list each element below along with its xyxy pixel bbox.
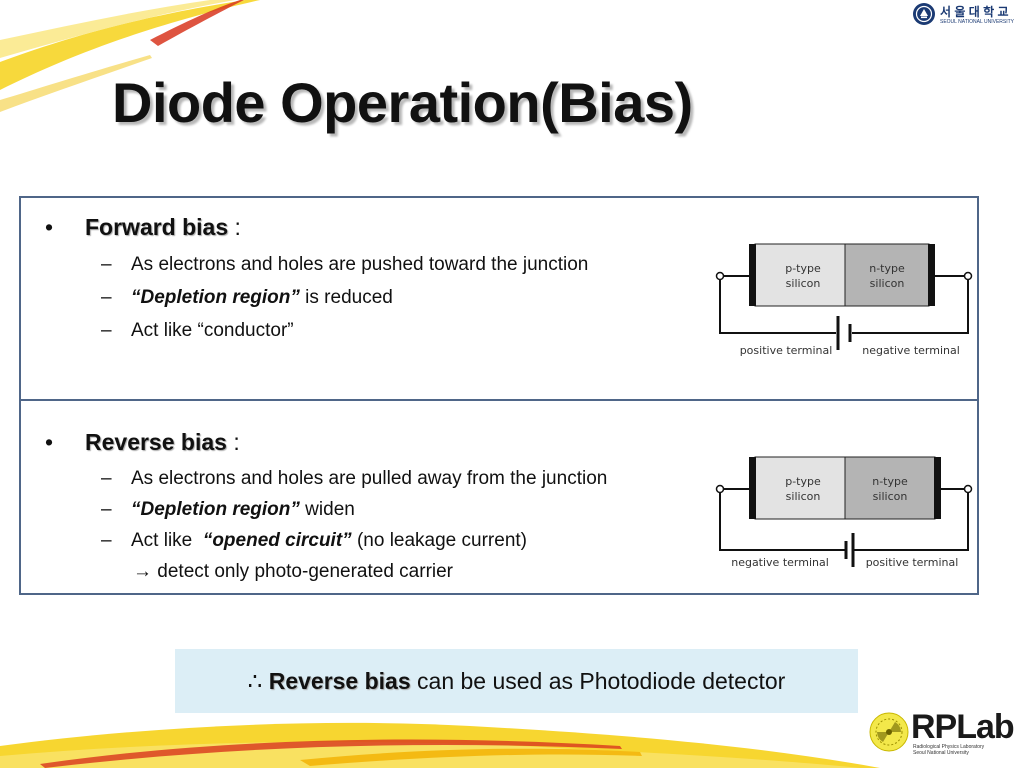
forward-bias-box: •Forward bias : –As electrons and holes … (19, 196, 979, 401)
right-terminal-label: positive terminal (866, 556, 959, 569)
list-item-prefix: Act like (131, 530, 203, 551)
n-type-region (844, 456, 936, 520)
list-item-emphasis: “Depletion region” (131, 287, 300, 308)
reverse-bias-box: •Reverse bias : –As electrons and holes … (19, 399, 979, 595)
list-item-emphasis: “Depletion region” (131, 499, 300, 520)
list-item: –As electrons and holes are pushed towar… (101, 254, 588, 276)
p-silicon-label: silicon (786, 490, 821, 503)
p-type-label: p-type (785, 475, 821, 488)
reverse-bias-heading: • Reverse bias : (45, 429, 240, 456)
conclusion-banner: ∴ Reverse bias can be used as Photodiode… (175, 649, 858, 713)
left-contact (749, 457, 756, 519)
right-contact (928, 244, 935, 306)
therefore-symbol: ∴ (247, 668, 269, 694)
right-terminal-node (963, 271, 973, 281)
list-item-text: As electrons and holes are pushed toward… (131, 254, 589, 275)
list-item-text: As electrons and holes are pulled away f… (131, 468, 608, 489)
forward-bias-label: Forward bias (85, 214, 229, 240)
list-item: –“Depletion region” widen (101, 499, 355, 521)
reverse-bias-label: Reverse bias (85, 429, 227, 455)
dash: – (101, 320, 112, 341)
dash: – (101, 287, 112, 308)
n-type-label: n-type (869, 262, 905, 275)
left-terminal-node (715, 484, 725, 494)
snu-name-korean: 서 울 대 학 교 (940, 5, 1009, 19)
list-item-emphasis: “opened circuit” (202, 530, 352, 551)
rplab-name: RPLab (911, 708, 1015, 746)
n-type-label: n-type (872, 475, 908, 488)
left-terminal-label: negative terminal (731, 556, 829, 569)
dash: – (101, 468, 112, 489)
dash: – (101, 254, 112, 275)
page-title: Diode Operation(Bias) (112, 71, 693, 134)
bullet-icon: • (45, 214, 54, 240)
p-type-label: p-type (785, 262, 821, 275)
right-contact (934, 457, 941, 519)
photo-carrier-note: → detect only photo-generated carrier (133, 561, 454, 582)
snu-logo: 서 울 대 학 교 SEOUL NATIONAL UNIVERSITY (912, 2, 1022, 30)
right-terminal-label: negative terminal (862, 344, 960, 357)
rplab-subtitle: Radiological Physics Laboratory Seoul Na… (913, 744, 984, 756)
p-type-region (754, 243, 846, 307)
right-terminal-node (963, 484, 973, 494)
forward-bias-diagram: p-type silicon n-type silicon positive t… (715, 243, 973, 357)
left-contact (749, 244, 756, 306)
bullet-icon: • (45, 429, 54, 455)
list-item-text: Act like “conductor” (131, 320, 294, 341)
snu-name-english: SEOUL NATIONAL UNIVERSITY (940, 19, 1014, 25)
radiation-emblem-icon (869, 712, 909, 752)
colon: : (228, 214, 241, 240)
n-type-region (844, 243, 930, 307)
list-item: –As electrons and holes are pulled away … (101, 468, 607, 490)
left-terminal-node (715, 271, 725, 281)
rplab-logo: RPLab Radiological Physics Laboratory Se… (869, 708, 1019, 760)
list-item-text: is reduced (299, 287, 393, 308)
dash: – (101, 530, 112, 551)
conclusion-text: can be used as Photodiode detector (410, 668, 786, 694)
reverse-bias-diagram: p-type silicon n-type silicon negative t… (715, 456, 973, 569)
top-left-swoosh-decoration (0, 0, 260, 112)
rplab-subtitle-line-1: Radiological Physics Laboratory (913, 744, 985, 750)
p-silicon-label: silicon (786, 277, 821, 290)
n-silicon-label: silicon (870, 277, 905, 290)
colon: : (226, 429, 240, 455)
list-item: –“Depletion region” is reduced (101, 287, 393, 309)
list-item-text: widen (299, 499, 355, 520)
list-item: –Act like “conductor” (101, 320, 294, 342)
snu-seal-icon (913, 3, 935, 25)
dash: – (101, 499, 112, 520)
conclusion-highlight: Reverse bias (268, 668, 411, 694)
p-type-region (754, 456, 846, 520)
rplab-subtitle-line-2: Seoul National University (913, 750, 969, 756)
list-item: –Act like “opened circuit” (no leakage c… (101, 530, 527, 552)
left-terminal-label: positive terminal (740, 344, 833, 357)
n-silicon-label: silicon (873, 490, 908, 503)
forward-bias-heading: • Forward bias : (45, 214, 241, 241)
list-item-text: (no leakage current) (351, 530, 527, 551)
